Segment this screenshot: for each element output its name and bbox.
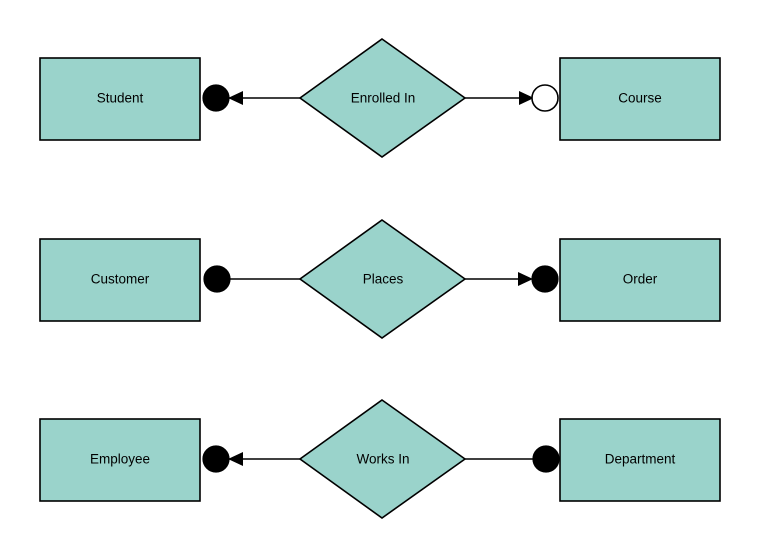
arrow-pointing-left-icon-row-1 xyxy=(228,91,243,105)
entity-label-employee: Employee xyxy=(90,452,150,467)
relationship-label-works-in: Works In xyxy=(356,452,409,467)
relationship-label-places: Places xyxy=(363,272,404,287)
relationship-diamond-works-in[interactable] xyxy=(298,399,467,519)
entity-label-department: Department xyxy=(605,452,676,467)
entity-label-order: Order xyxy=(623,272,658,287)
cardinality-marker-filled-circle-student xyxy=(202,84,230,112)
entity-box-course[interactable] xyxy=(559,57,721,141)
relationship-group-row-1: Student Enrolled In Course xyxy=(39,38,721,158)
entity-box-customer[interactable] xyxy=(39,238,201,322)
entity-box-department[interactable] xyxy=(559,418,721,502)
entity-label-student: Student xyxy=(97,91,144,106)
cardinality-marker-filled-circle-department xyxy=(532,445,560,473)
cardinality-marker-filled-circle-customer xyxy=(203,265,231,293)
cardinality-marker-filled-circle-employee xyxy=(202,445,230,473)
relationship-label-enrolled-in: Enrolled In xyxy=(351,91,416,106)
entity-label-course: Course xyxy=(618,91,662,106)
cardinality-marker-filled-circle-order xyxy=(531,265,559,293)
arrow-pointing-right-icon-row-1 xyxy=(519,91,534,105)
arrow-pointing-right-icon-row-2 xyxy=(518,272,533,286)
arrow-pointing-left-icon-row-3 xyxy=(228,452,243,466)
relationship-group-row-3: Employee Works In Department xyxy=(39,399,721,519)
entity-box-order[interactable] xyxy=(559,238,721,322)
entity-box-student[interactable] xyxy=(39,57,201,141)
relationship-group-row-2: Customer Places Order xyxy=(39,219,721,339)
relationship-diamond-places[interactable] xyxy=(298,219,467,339)
relationship-diamond-enrolled-in[interactable] xyxy=(298,38,467,158)
cardinality-marker-open-circle-course xyxy=(531,84,559,112)
entity-label-customer: Customer xyxy=(91,272,150,287)
entity-box-employee[interactable] xyxy=(39,418,201,502)
